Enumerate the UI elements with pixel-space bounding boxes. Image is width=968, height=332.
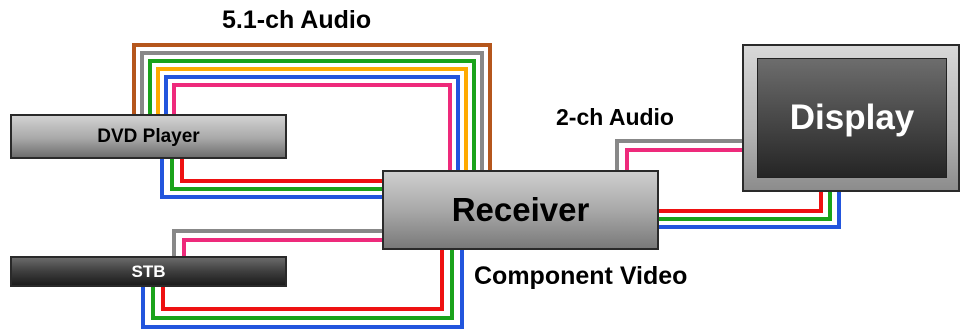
audio-2ch-label: 2-ch Audio <box>556 104 674 130</box>
stb-audio-pink-cable <box>182 238 384 258</box>
stb-video-red-cable <box>161 248 444 311</box>
display-label: Display <box>789 98 915 137</box>
stb-audio-gray-cable <box>172 229 384 258</box>
dvd-video-green-cable-outline <box>169 157 384 192</box>
dvd-video-green-cable <box>170 157 384 191</box>
audio-2ch-gray-cable-outline <box>614 138 744 172</box>
audio-2ch-pink-cable-outline <box>624 147 744 172</box>
receiver-box: Receiver <box>382 170 659 250</box>
component-video-label: Component Video <box>474 262 688 290</box>
audio-2ch-pink-cable <box>625 148 744 172</box>
audio-51-label: 5.1-ch Audio <box>222 6 372 34</box>
display-video-red-cable <box>657 190 823 213</box>
audio-51-orange-cable <box>156 67 468 172</box>
receiver-label: Receiver <box>451 191 590 228</box>
audio-51-blue-cable <box>164 75 460 172</box>
stb-label: STB <box>131 261 166 281</box>
display-video-red-cable-outline <box>657 190 824 214</box>
dvd-video-red-cable-outline <box>179 157 384 184</box>
dvd-player-label: DVD Player <box>97 125 200 147</box>
stb-box: STB <box>10 256 287 287</box>
dvd-video-blue-cable <box>160 157 384 199</box>
stb-video-blue-cable <box>141 248 464 329</box>
audio-51-gray-cable <box>140 51 484 172</box>
audio-51-green-cable <box>148 59 476 172</box>
display-video-green-cable-outline <box>657 190 833 222</box>
display-video-blue-cable <box>657 190 841 229</box>
audio-51-brown-cable <box>132 43 492 172</box>
stb-video-green-cable <box>151 248 454 320</box>
display-screen: Display <box>757 58 947 178</box>
display-video-green-cable <box>657 190 832 221</box>
dvd-player-box: DVD Player <box>10 114 287 159</box>
audio-51-pink-cable <box>172 83 452 172</box>
audio-2ch-gray-cable <box>615 139 744 172</box>
dvd-video-red-cable <box>180 157 384 183</box>
stb-audio-gray-cable-outline <box>171 228 384 258</box>
